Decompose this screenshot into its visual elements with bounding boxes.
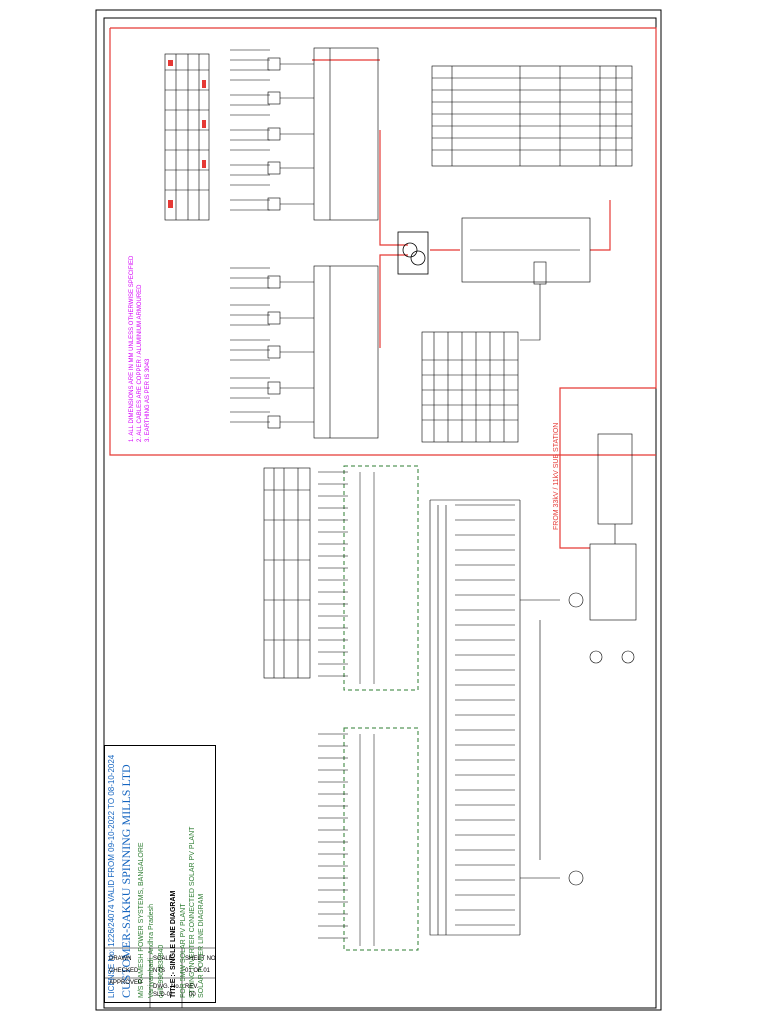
- rev-label: REV.: [185, 984, 199, 990]
- pv-string-group-top: [230, 47, 379, 221]
- dwg-value: SLD-01: [153, 992, 174, 998]
- drawn-label: DRAWN: [109, 956, 132, 962]
- checked-label: CHECKED: [109, 968, 139, 974]
- outer-border: [95, 9, 662, 1011]
- rev-value: 00: [189, 992, 196, 998]
- scale-value: NTS: [153, 968, 165, 974]
- inner-border: [103, 17, 657, 1009]
- transformer-symbol: [397, 231, 429, 275]
- ht-panel: [461, 217, 591, 341]
- sheet-label: SHEET NO: [185, 956, 216, 962]
- ac-distribution-bus: [429, 499, 560, 936]
- title-line: TITLE :- SINGLE LINE DIAGRAM: [170, 890, 177, 998]
- table-red-marks: [168, 60, 206, 208]
- dwg-label: DWG. No.: [153, 984, 181, 990]
- inverter-table-top-left: [164, 53, 210, 221]
- notes-block: 1. ALL DIMENSIONS ARE IN MM UNLESS OTHER…: [128, 255, 158, 443]
- title-block-grid: [104, 947, 216, 1008]
- red-routing: [109, 27, 657, 549]
- title-block: LICENSE No: 1226/24074 VALID FROM 09-10-…: [104, 745, 216, 1003]
- pv-string-group-bottom: [230, 265, 379, 439]
- note-1: 1. ALL DIMENSIONS ARE IN MM UNLESS OTHER…: [129, 255, 135, 442]
- subtitle-3: SOLAR POWER LINE DIAGRAM: [198, 893, 205, 998]
- spec-table-middle: [421, 331, 519, 443]
- scale-label: SCALE: [153, 956, 173, 962]
- right-panels: [568, 433, 637, 886]
- spec-table-top-right: [431, 65, 633, 167]
- feeder-label-text: FROM 33kV / 11kV SUB STATION: [553, 422, 560, 530]
- legend-table: [263, 467, 311, 679]
- note-3: 3. EARTHING AS PER IS 3043: [145, 358, 151, 442]
- note-2: 2. ALL CABLES ARE COPPER / ALUMINIUM ARM…: [137, 284, 143, 443]
- approved-label: APPROVED: [109, 980, 143, 986]
- string-combiner-box-upper: [318, 465, 419, 691]
- firm-line: M/S RAMESH POWER SYSTEMS, BANGALORE: [138, 842, 145, 998]
- customer-line: CUSTOMER-SAKKU SPINNING MILLS LTD: [119, 764, 133, 998]
- string-combiner-box-lower: [318, 727, 419, 951]
- feeder-label: FROM 33kV / 11kV SUB STATION: [548, 420, 566, 530]
- sheet-value: 01 OF 01: [185, 968, 211, 974]
